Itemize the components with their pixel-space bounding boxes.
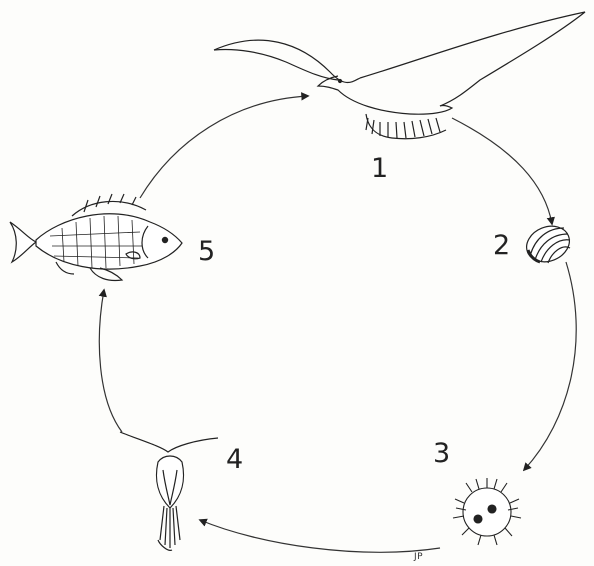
- arrow-2-to-3: [524, 262, 576, 470]
- arrow-5-to-1: [140, 96, 308, 198]
- stage-label-4: 4: [226, 446, 243, 473]
- artist-signature: JP: [414, 552, 423, 562]
- egg-drawing: [521, 220, 575, 268]
- fish-drawing: [10, 194, 182, 281]
- arrow-1-to-2: [452, 118, 552, 224]
- stage-label-5: 5: [198, 238, 215, 265]
- seagull-drawing: [214, 12, 585, 139]
- stage-label-1: 1: [371, 155, 388, 182]
- coracidium-drawing: [453, 478, 521, 545]
- arrow-3-to-4: [200, 520, 440, 552]
- stage-label-2: 2: [493, 232, 510, 259]
- stage-label-3: 3: [433, 440, 450, 467]
- copepod-drawing: [120, 432, 218, 550]
- arrow-4-to-5: [99, 290, 122, 432]
